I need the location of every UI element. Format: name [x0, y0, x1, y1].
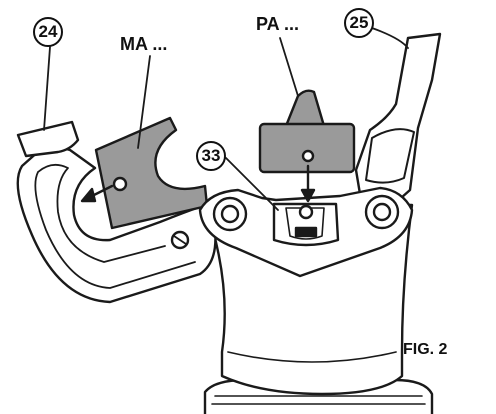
left-arm-inner — [34, 163, 196, 289]
figure-caption: FIG. 2 — [403, 341, 448, 358]
callout-25: 25 — [344, 8, 374, 38]
ma-label: MA ... — [120, 34, 168, 54]
ma-die-hole — [112, 176, 128, 192]
pa-leader — [279, 37, 299, 97]
left-arm-tab — [16, 120, 80, 158]
pa-label: PA ... — [256, 14, 300, 34]
grip-ridges — [211, 395, 426, 405]
c33-leader — [225, 157, 279, 211]
pa-die-tab — [284, 89, 326, 128]
ma-leader — [137, 55, 151, 149]
c24-leader — [43, 46, 51, 131]
callout-24: 24 — [33, 17, 63, 47]
receptacle-pin — [298, 204, 314, 220]
pa-die — [258, 122, 356, 174]
callout-33: 33 — [196, 141, 226, 171]
c25-leader — [371, 27, 409, 49]
right-arm-slot — [365, 128, 415, 184]
ma-die — [94, 116, 209, 230]
pa-die-hole — [301, 149, 315, 163]
body-seam — [227, 351, 397, 363]
